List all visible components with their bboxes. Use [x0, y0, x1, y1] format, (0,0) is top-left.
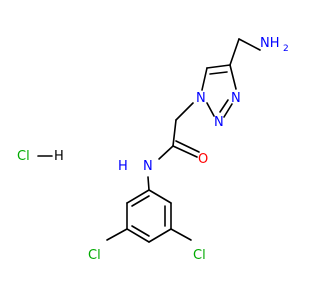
bond-c-cl-left [106, 228, 128, 241]
bond-co-nh [158, 145, 174, 160]
salt-cl-label: Cl [17, 149, 30, 164]
amide-n-label: N [143, 159, 153, 174]
triazole-n2-label: N [214, 115, 224, 130]
triazole-n1-label: N [196, 91, 206, 106]
bonds [37, 38, 261, 243]
bond-n3-c4 [229, 64, 237, 90]
bond-ring-6-double [131, 195, 150, 207]
bond-ring-6 [126, 189, 150, 204]
structure-canvas: NH 2 N N N O N H Cl Cl Cl H [17, 36, 289, 263]
bond-n2-n3-double [219, 99, 229, 113]
bond-ring-4-double [131, 225, 150, 237]
chlorine-right-label: Cl [193, 248, 206, 263]
bond-n1-n2 [206, 102, 215, 117]
chlorine-left-label: Cl [88, 248, 101, 263]
bond-ch2-co [172, 119, 177, 147]
bond-n1-ch2 [175, 102, 194, 121]
bond-co-o [172, 145, 198, 158]
bond-nh-ring [147, 176, 150, 191]
carbonyl-o-label: O [198, 152, 208, 167]
salt-h-label: H [54, 149, 64, 164]
bond-ring-1 [148, 189, 172, 204]
bond-c4-c5-double [209, 71, 228, 75]
molecule-structure: NH 2 N N N O N H Cl Cl Cl H [17, 36, 289, 263]
bond-c-cl-right [170, 228, 192, 241]
bond-c5-n1 [201, 67, 208, 91]
amine-nh-label: NH [260, 36, 280, 51]
bond-co-o-double [175, 140, 200, 153]
atom-labels: NH 2 N N N O N H Cl Cl Cl H [17, 36, 289, 263]
bond-c4-c5 [206, 64, 231, 69]
bond-nh2-ch2 [238, 38, 261, 51]
triazole-n3-label: N [231, 91, 241, 106]
amine-h2-subscript: 2 [283, 44, 289, 54]
amide-h-label: H [118, 159, 128, 174]
bond-ch2-c4 [229, 38, 240, 66]
bond-ring-3 [148, 228, 172, 243]
bond-n2-n3 [223, 103, 233, 118]
bond-ring-4 [126, 228, 150, 243]
